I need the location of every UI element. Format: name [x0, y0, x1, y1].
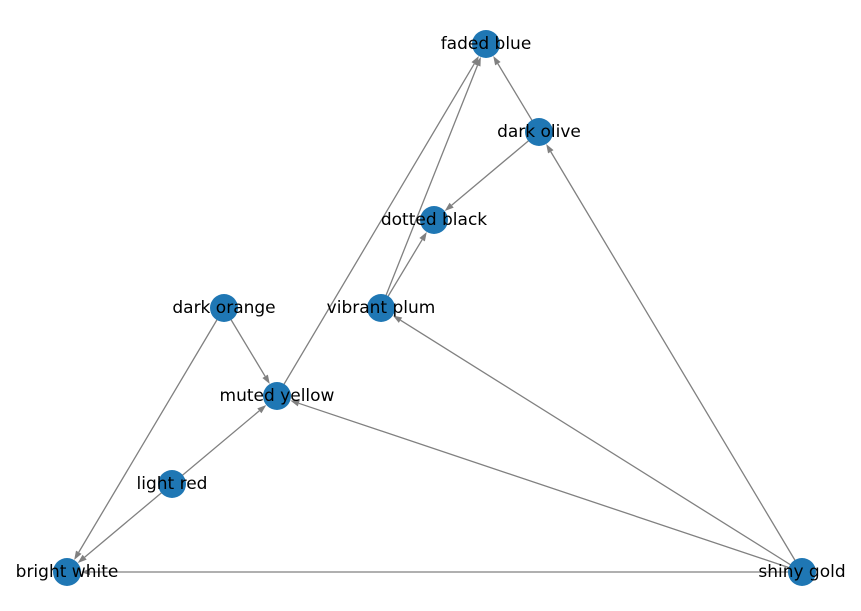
- edge-line: [451, 131, 540, 206]
- node-faded-blue[interactable]: faded blue: [441, 30, 532, 58]
- node-label: faded blue: [441, 34, 532, 54]
- node-circle[interactable]: [53, 558, 81, 586]
- node-label: dotted black: [381, 210, 487, 230]
- node-circle[interactable]: [472, 30, 500, 58]
- edge-dark-orange-to-bright-white: [74, 307, 225, 560]
- node-label: bright white: [16, 562, 119, 582]
- node-dark-orange[interactable]: dark orange: [172, 294, 276, 322]
- edge-shiny-gold-to-muted-yellow: [290, 400, 803, 573]
- node-label: dark orange: [172, 298, 275, 318]
- node-label: muted yellow: [220, 386, 335, 406]
- node-muted-yellow[interactable]: muted yellow: [220, 382, 335, 410]
- node-circle[interactable]: [420, 206, 448, 234]
- arrowhead-icon: [77, 554, 87, 564]
- node-dotted-black[interactable]: dotted black: [381, 206, 487, 234]
- edge-muted-yellow-to-faded-blue: [276, 56, 479, 397]
- edge-line: [298, 402, 803, 573]
- edge-line: [78, 307, 225, 553]
- edge-line: [400, 319, 803, 573]
- arrowhead-icon: [444, 202, 454, 212]
- edge-line: [380, 65, 479, 309]
- node-circle[interactable]: [788, 558, 816, 586]
- arrowhead-icon: [262, 374, 270, 385]
- node-dark-olive[interactable]: dark olive: [497, 118, 581, 146]
- edge-dark-olive-to-dotted-black: [444, 131, 540, 212]
- node-circle[interactable]: [263, 382, 291, 410]
- edge-light-red-to-bright-white: [77, 483, 173, 564]
- arrowhead-icon: [546, 144, 554, 154]
- edge-line: [84, 483, 173, 558]
- node-circle[interactable]: [210, 294, 238, 322]
- edge-line: [276, 63, 475, 397]
- arrowhead-icon: [471, 56, 479, 66]
- node-label: shiny gold: [758, 562, 845, 582]
- edge-line: [171, 410, 260, 485]
- edge-shiny-gold-to-vibrant-plum: [392, 315, 803, 573]
- nodes-layer: faded blue dark olive dotted black dark ora…: [16, 30, 846, 586]
- edge-vibrant-plum-to-faded-blue: [380, 57, 481, 309]
- node-light-red[interactable]: light red: [137, 470, 208, 498]
- node-bright-white[interactable]: bright white: [16, 558, 119, 586]
- arrowhead-icon: [74, 550, 82, 560]
- node-circle[interactable]: [525, 118, 553, 146]
- node-label: dark olive: [497, 122, 581, 142]
- edge-shiny-gold-to-bright-white: [81, 568, 802, 576]
- arrowhead-icon: [419, 231, 427, 242]
- node-label: light red: [137, 474, 208, 494]
- node-circle[interactable]: [367, 294, 395, 322]
- node-vibrant-plum[interactable]: vibrant plum: [327, 294, 436, 322]
- edge-light-red-to-muted-yellow: [171, 404, 267, 485]
- node-shiny-gold[interactable]: shiny gold: [758, 558, 846, 586]
- arrowhead-icon: [81, 568, 90, 576]
- arrowhead-icon: [493, 55, 501, 66]
- edge-shiny-gold-to-dark-olive: [546, 144, 803, 573]
- node-circle[interactable]: [158, 470, 186, 498]
- node-label: vibrant plum: [327, 298, 436, 318]
- edge-line: [550, 151, 803, 573]
- arrowhead-icon: [257, 404, 267, 414]
- arrowhead-icon: [392, 315, 403, 323]
- arrowhead-icon: [290, 400, 300, 407]
